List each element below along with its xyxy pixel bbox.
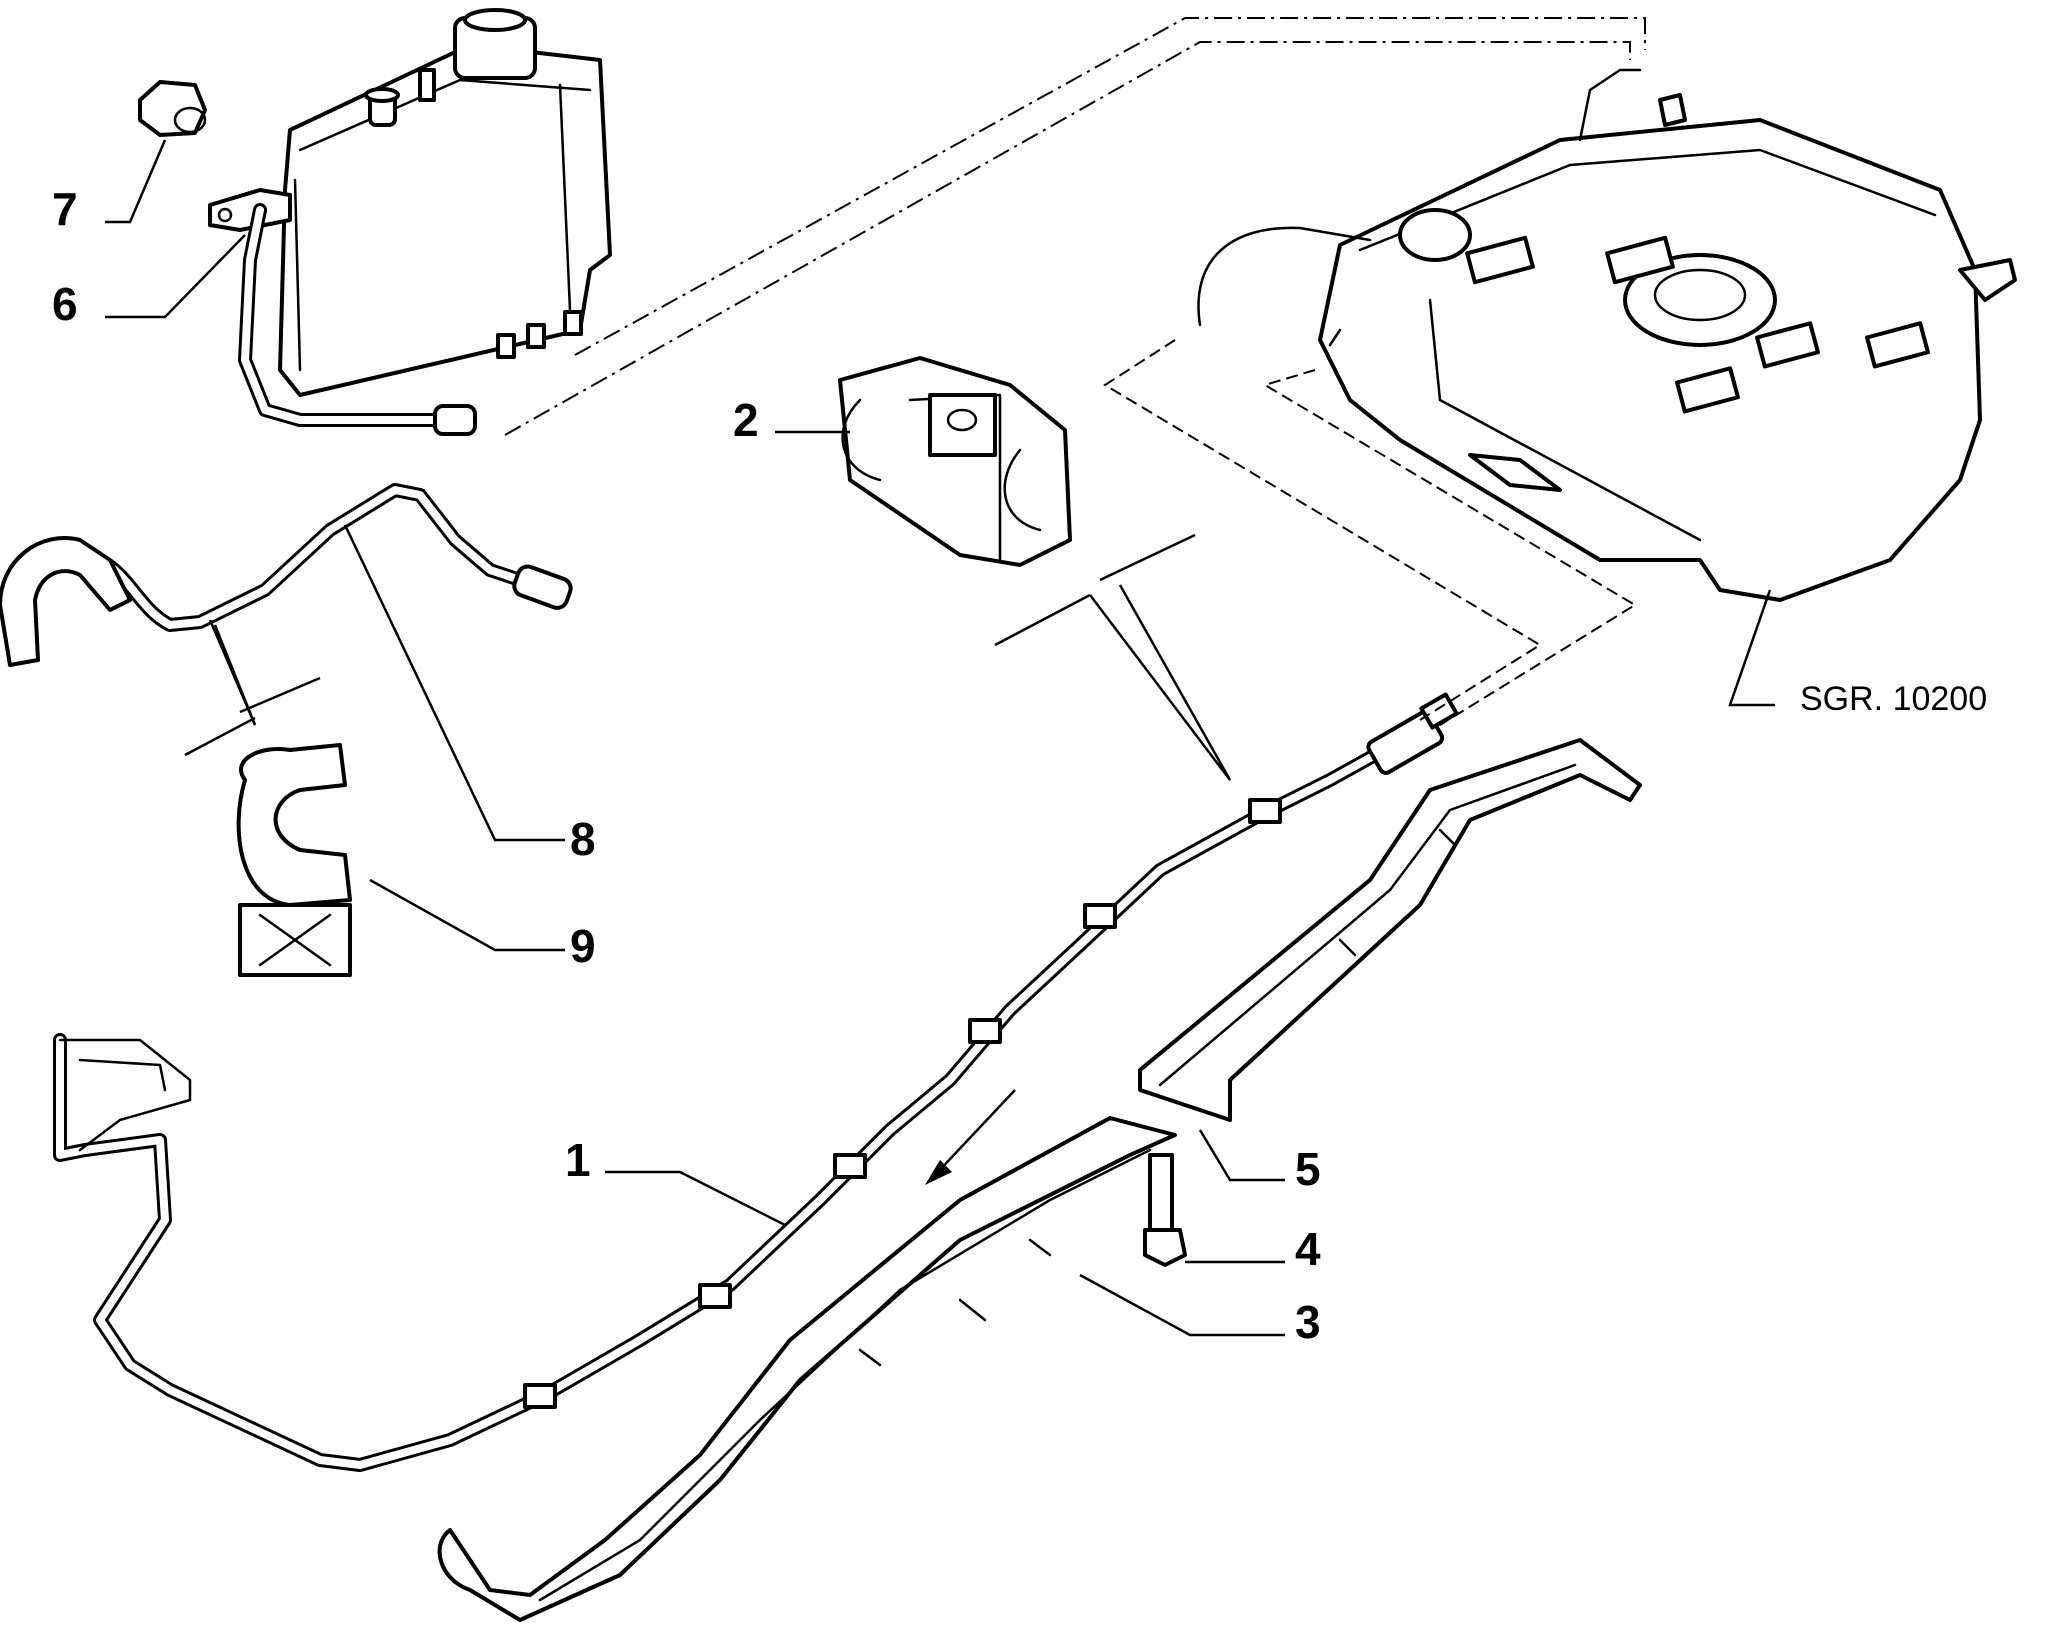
nut xyxy=(138,80,207,137)
callout-9: 9 xyxy=(570,920,596,972)
lower-pipe-guard xyxy=(437,1116,1177,1622)
callout-7: 7 xyxy=(52,183,78,235)
upper-pipe-guard xyxy=(1138,738,1642,1122)
callout-8: 8 xyxy=(570,813,596,865)
callout-5: 5 xyxy=(1295,1143,1321,1195)
callout-2: 2 xyxy=(733,394,759,446)
direction-arrow xyxy=(925,1089,1016,1185)
callout-4: 4 xyxy=(1295,1223,1321,1275)
fuel-tank xyxy=(1197,68,2017,602)
fuel-pipe-assembly xyxy=(53,692,1459,1472)
callout-3: 3 xyxy=(1295,1296,1321,1348)
leader-lines xyxy=(105,139,1775,1337)
pipe-clip-block xyxy=(838,356,1072,567)
hose-clip xyxy=(236,743,352,977)
callout-6: 6 xyxy=(52,278,78,330)
carbon-canister xyxy=(208,8,612,397)
bolt xyxy=(1143,1153,1187,1267)
connection-lines xyxy=(504,17,1646,726)
callout-1: 1 xyxy=(565,1134,591,1186)
callout-labels: 7 6 2 8 9 1 5 4 3 SGR. 10200 xyxy=(52,183,1987,1348)
fuel-hose xyxy=(0,483,573,667)
canister-hose xyxy=(238,203,477,436)
reference-label: SGR. 10200 xyxy=(1800,680,1987,718)
